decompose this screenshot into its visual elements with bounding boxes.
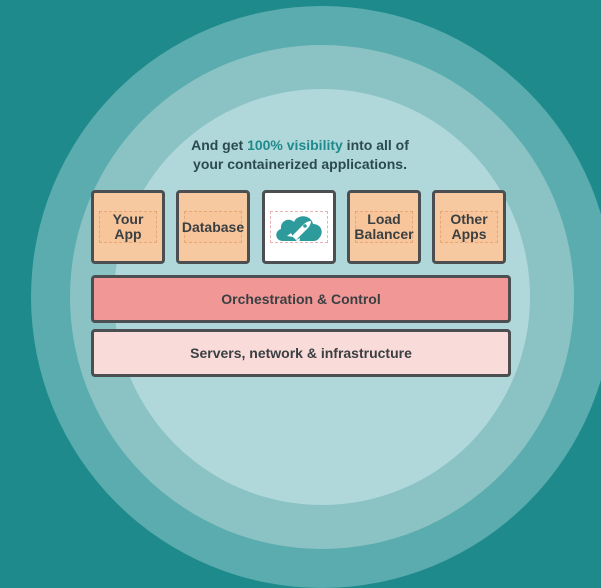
app-box-label-line: Apps (451, 226, 487, 242)
app-box-your-app: Your App (91, 190, 165, 264)
app-box-label: Database (181, 211, 245, 243)
app-box-database: Database (176, 190, 250, 264)
headline-prefix: And get (191, 137, 248, 153)
app-box-cloud (262, 190, 336, 264)
app-box-label-text: Database (181, 218, 245, 235)
orchestration-layer: Orchestration & Control (91, 275, 511, 323)
cloud-icon-frame (270, 211, 328, 244)
headline-highlight: 100% visibility (247, 137, 343, 153)
headline-suffix: into all of (342, 137, 409, 153)
headline: And get 100% visibility into all of your… (150, 136, 450, 174)
infrastructure-label: Servers, network & infrastructure (190, 345, 412, 361)
app-box-label: Your App (99, 211, 157, 243)
app-box-label-line: Other (450, 211, 488, 227)
orchestration-label: Orchestration & Control (221, 291, 381, 307)
infrastructure-layer: Servers, network & infrastructure (91, 329, 511, 377)
headline-line-2: your containerized applications. (193, 156, 407, 172)
app-box-label-text: Your App (112, 211, 144, 242)
cloud-rocket-icon (276, 216, 322, 244)
app-box-label-line: Load (367, 211, 401, 227)
headline-line-1: And get 100% visibility into all of (150, 136, 450, 155)
app-box-label-line: Balancer (354, 226, 414, 242)
